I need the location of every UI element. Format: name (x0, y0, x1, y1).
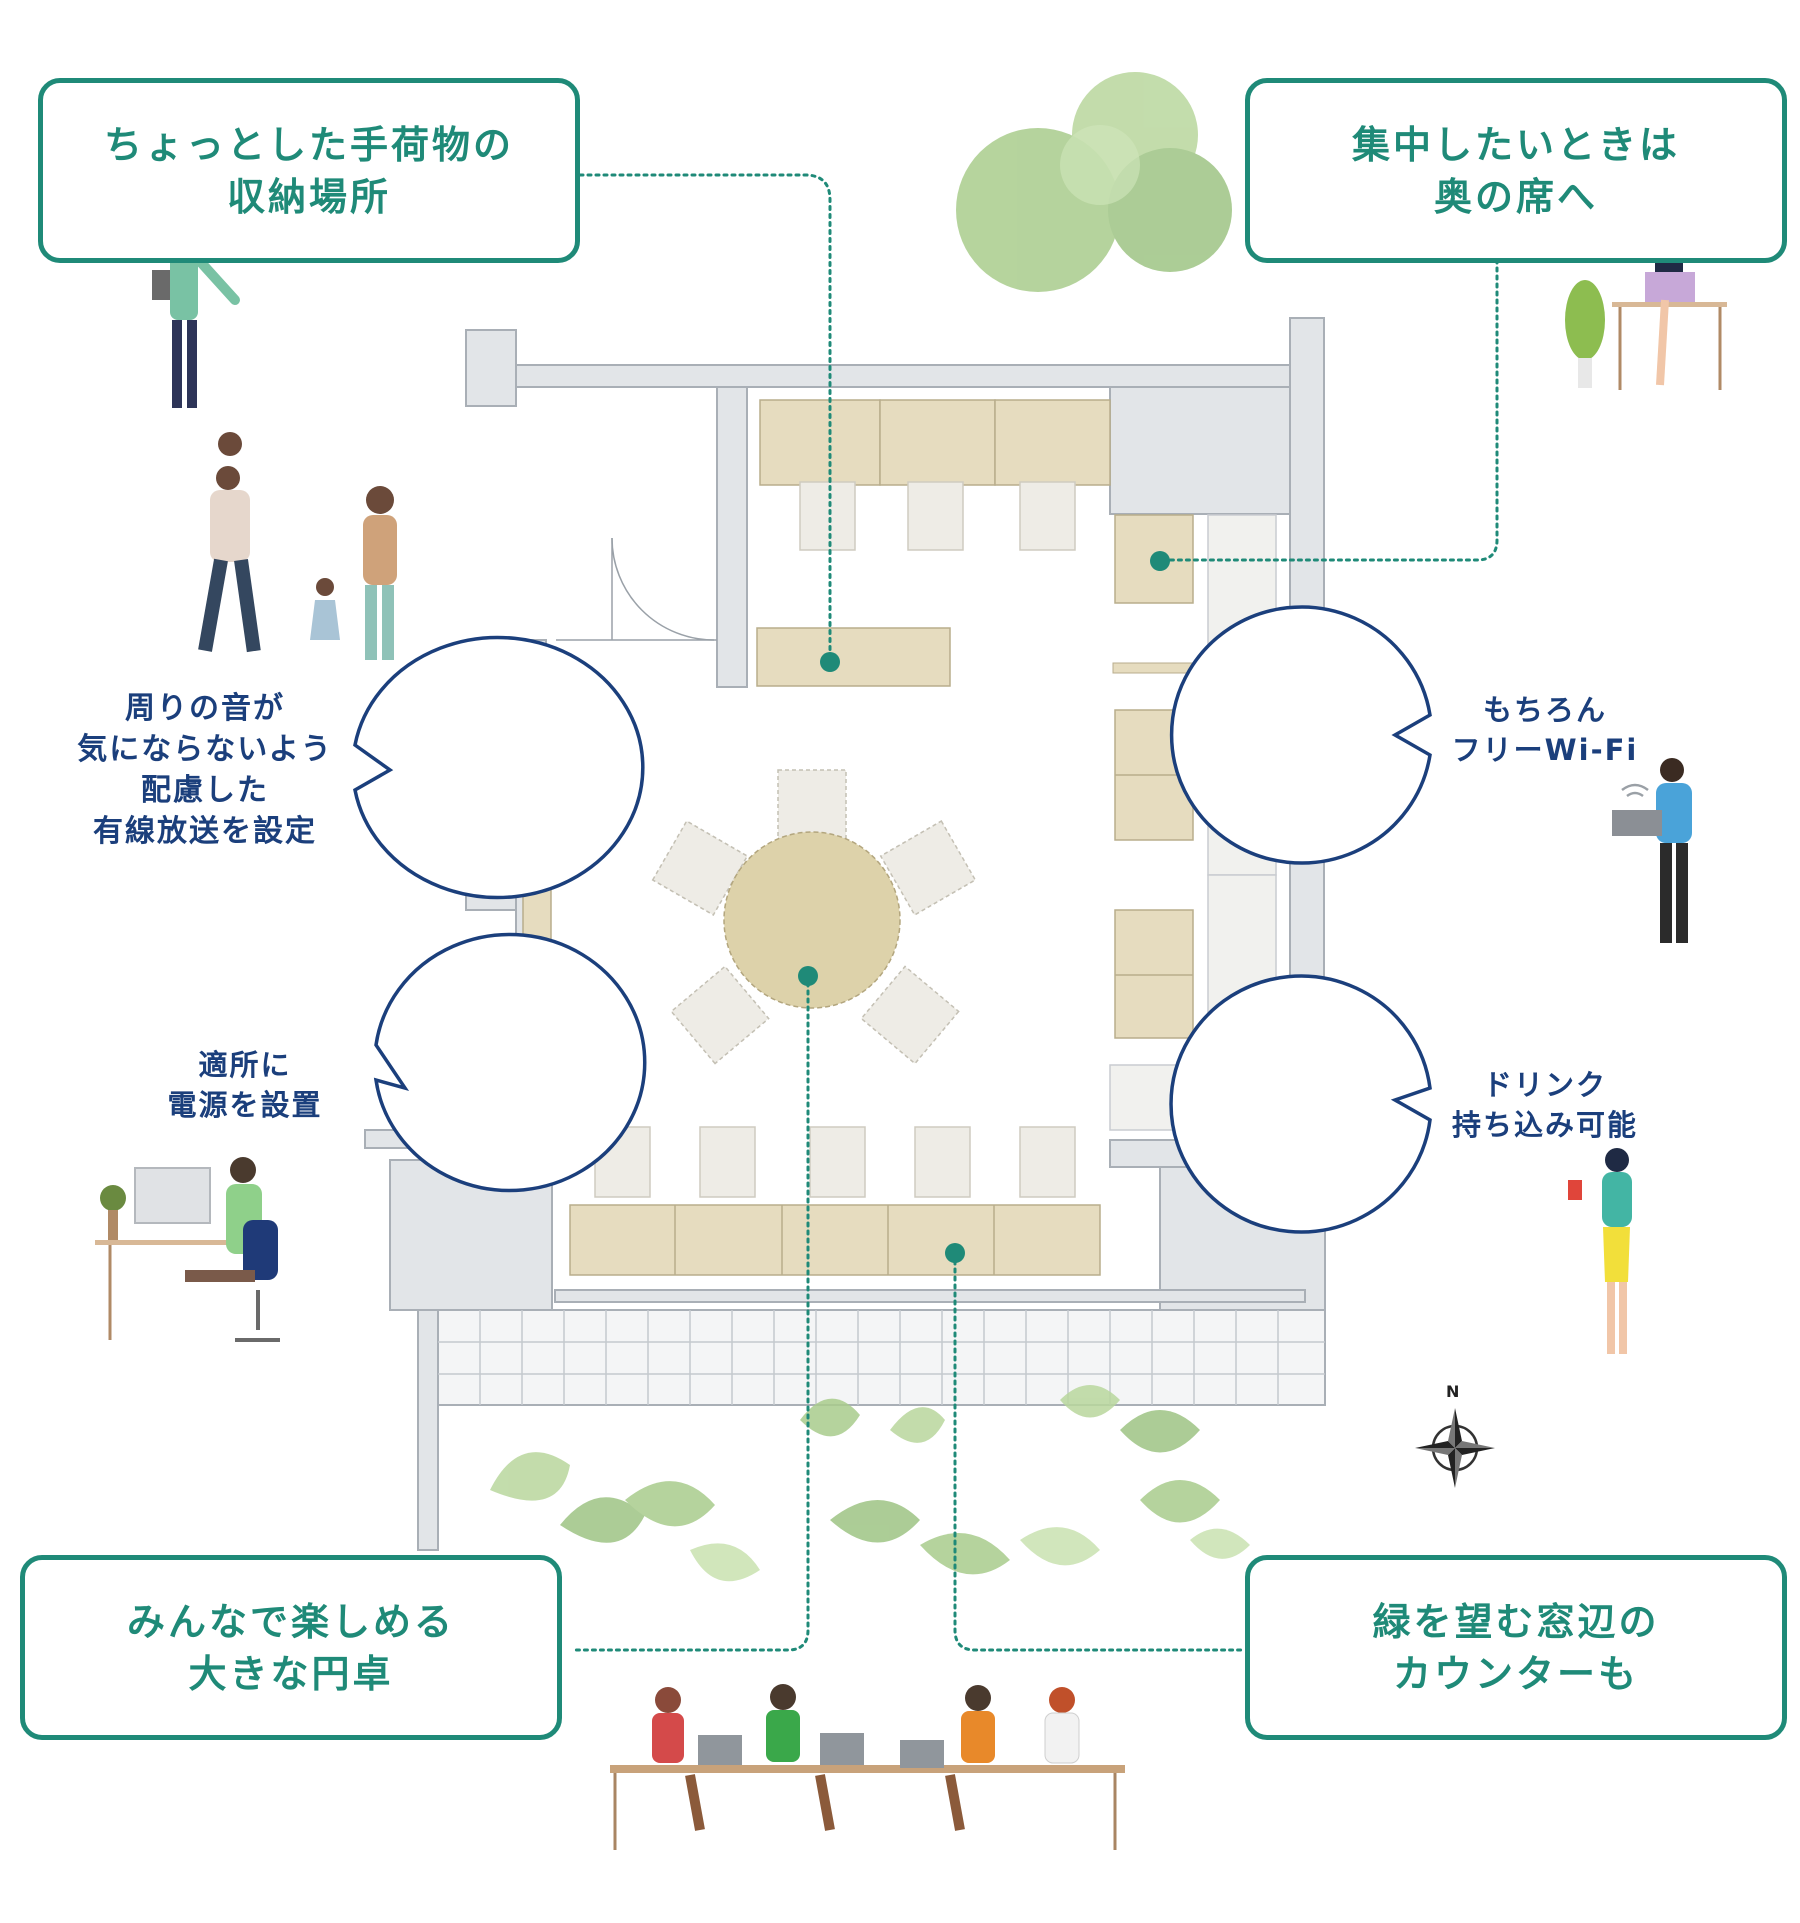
callout-storage-line-1: ちょっとした手荷物の (103, 122, 514, 167)
bubble-wifi-line-1: もちろん (1482, 693, 1607, 727)
callout-window-counter-line-2: カウンターも (1392, 1651, 1639, 1696)
family-illustration (198, 432, 397, 660)
callout-storage: ちょっとした手荷物の 収納場所 (38, 78, 580, 263)
bubble-wifi-text: もちろん フリーWi-Fi (1420, 680, 1670, 780)
speech-bubbles (353, 605, 1432, 1234)
man-with-laptop-illustration (1612, 758, 1692, 943)
top-chairs (799, 481, 1076, 551)
team-at-table-illustration (610, 1684, 1125, 1850)
bubble-music-text: 周りの音が 気にならないよう 配慮した 有線放送を設定 (55, 665, 355, 875)
bubble-power-outline (373, 932, 647, 1193)
bubble-music-outline (353, 635, 645, 900)
bubble-drink-outline (1169, 974, 1432, 1234)
bubble-power-text: 適所に 電源を設置 (120, 1035, 370, 1135)
callout-round-table: みんなで楽しめる 大きな円卓 (20, 1555, 562, 1740)
bubble-music-line-4: 有線放送を設定 (93, 814, 317, 849)
bubble-drink-line-1: ドリンク (1482, 1068, 1607, 1102)
large-round-table (723, 831, 901, 1009)
callout-focus-line-1: 集中したいときは (1351, 122, 1680, 167)
callout-storage-line-2: 収納場所 (226, 174, 391, 219)
entrance-door (556, 537, 717, 641)
window-counter (569, 1204, 1101, 1276)
bubble-drink-line-2: 持ち込み可能 (1451, 1108, 1638, 1142)
bottom-chairs (594, 1126, 1076, 1198)
connector-dots (798, 551, 1170, 1263)
baggage-storage-shelf (756, 627, 951, 687)
callout-focus-line-2: 奥の席へ (1433, 174, 1598, 219)
callout-round-table-line-1: みんなで楽しめる (126, 1599, 455, 1644)
bubble-music-line-3: 配慮した (141, 773, 269, 808)
tree-canopy-top (956, 72, 1232, 292)
bubble-power-line-2: 電源を設置 (167, 1088, 323, 1122)
woman-with-drink-illustration (1568, 1148, 1632, 1354)
top-cabinets (759, 399, 1111, 486)
tree-leaves-bottom (490, 1385, 1250, 1582)
bubble-drink-text: ドリンク 持ち込み可能 (1420, 1055, 1670, 1155)
bubble-music-line-2: 気にならないよう (77, 732, 333, 767)
woman-at-laptop-illustration (1565, 228, 1727, 390)
compass-north-label: N (1446, 1382, 1460, 1401)
window-floor-grid (437, 1309, 1326, 1406)
compass-rose-icon (1415, 1408, 1495, 1488)
man-at-computer-illustration (95, 1157, 280, 1342)
bubble-wifi-outline (1169, 605, 1432, 865)
callout-window-counter-line-1: 緑を望む窓辺の (1372, 1599, 1660, 1644)
bubble-power-line-1: 適所に (198, 1048, 292, 1082)
right-tables (1114, 514, 1194, 1039)
callout-round-table-line-2: 大きな円卓 (188, 1651, 394, 1696)
bubble-music-line-1: 周りの音が (125, 691, 285, 726)
callout-focus-seats: 集中したいときは 奥の席へ (1245, 78, 1787, 263)
bubble-wifi-line-2: フリーWi-Fi (1451, 733, 1639, 767)
callout-window-counter: 緑を望む窓辺の カウンターも (1245, 1555, 1787, 1740)
callout-connectors (573, 173, 1499, 1652)
